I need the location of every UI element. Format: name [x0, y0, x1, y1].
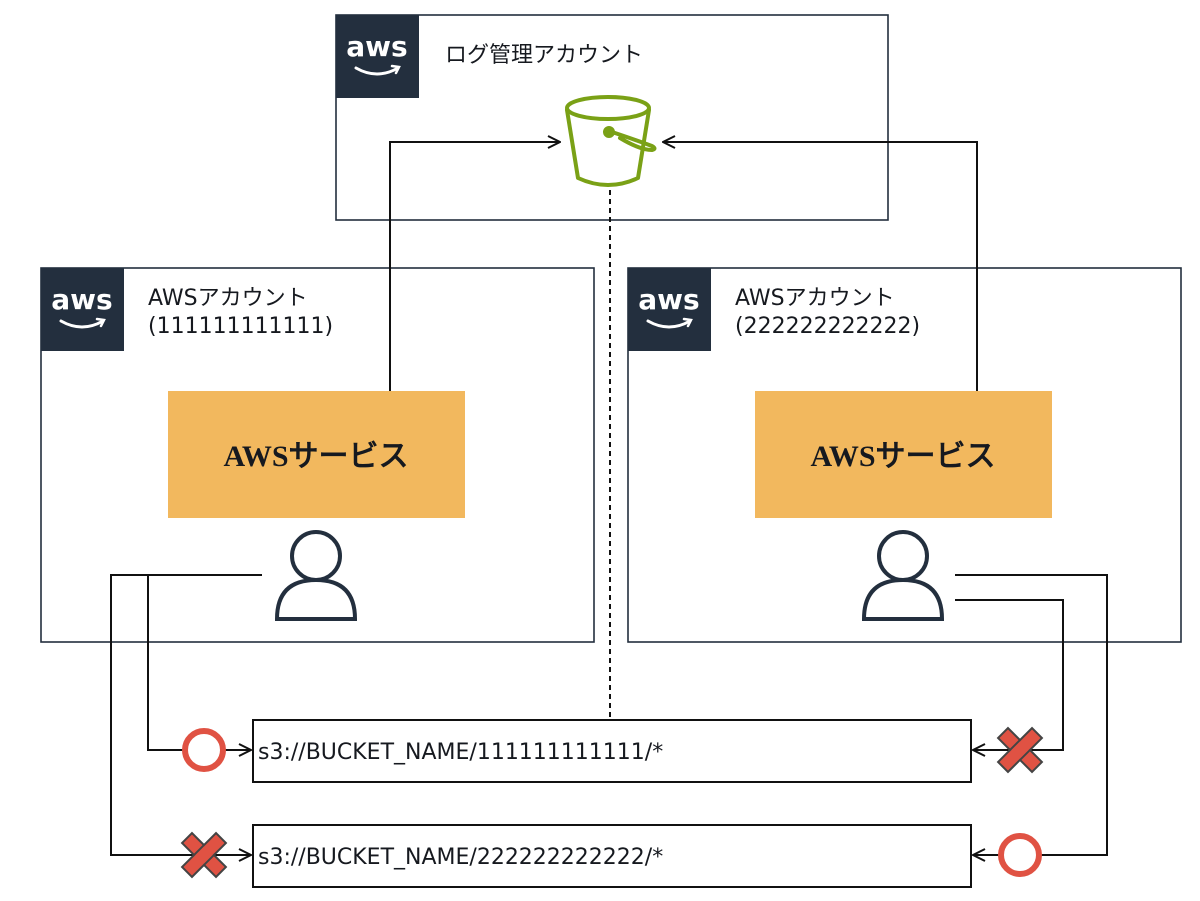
aws-logo-icon: aws	[41, 268, 124, 351]
deny-cross-icon	[996, 726, 1044, 774]
account-id: (111111111111)	[148, 314, 333, 339]
allow-circle-icon	[998, 833, 1042, 877]
aws-logo-icon: aws	[628, 268, 711, 351]
aws-service-box	[755, 391, 1052, 518]
account-id: (222222222222)	[735, 314, 920, 339]
deny-cross-icon	[180, 831, 228, 879]
svg-text:aws: aws	[51, 283, 112, 316]
aws-service-label: AWSサービス	[810, 440, 995, 473]
connector-right-service-to-bucket	[663, 142, 978, 391]
account-title: AWSアカウント	[148, 286, 308, 311]
user-icon	[274, 530, 358, 621]
user-icon	[861, 530, 945, 621]
aws-logo-icon: aws	[336, 15, 419, 98]
svg-text:aws: aws	[346, 30, 407, 63]
account-box-left: aws AWSアカウント (111111111111) AWSサービス	[40, 267, 595, 643]
path-box: s3://BUCKET_NAME/222222222222/*	[252, 824, 972, 888]
path-box: s3://BUCKET_NAME/111111111111/*	[252, 719, 972, 783]
allow-circle-icon	[182, 728, 226, 772]
aws-service-box	[168, 391, 465, 518]
log-account-title: ログ管理アカウント	[445, 43, 643, 68]
path-text: s3://BUCKET_NAME/111111111111/*	[258, 740, 663, 765]
s3-bucket-icon	[565, 95, 657, 187]
aws-service-label: AWSサービス	[223, 440, 408, 473]
account-box-right: aws AWSアカウント (222222222222) AWSサービス	[627, 267, 1182, 643]
path-text: s3://BUCKET_NAME/222222222222/*	[258, 845, 663, 870]
svg-text:aws: aws	[638, 283, 699, 316]
connector-left-user-to-path-2	[110, 574, 262, 855]
account-title: AWSアカウント	[735, 286, 895, 311]
connector-left-service-to-bucket	[389, 142, 560, 391]
log-account-group: aws ログ管理アカウント	[335, 14, 889, 221]
